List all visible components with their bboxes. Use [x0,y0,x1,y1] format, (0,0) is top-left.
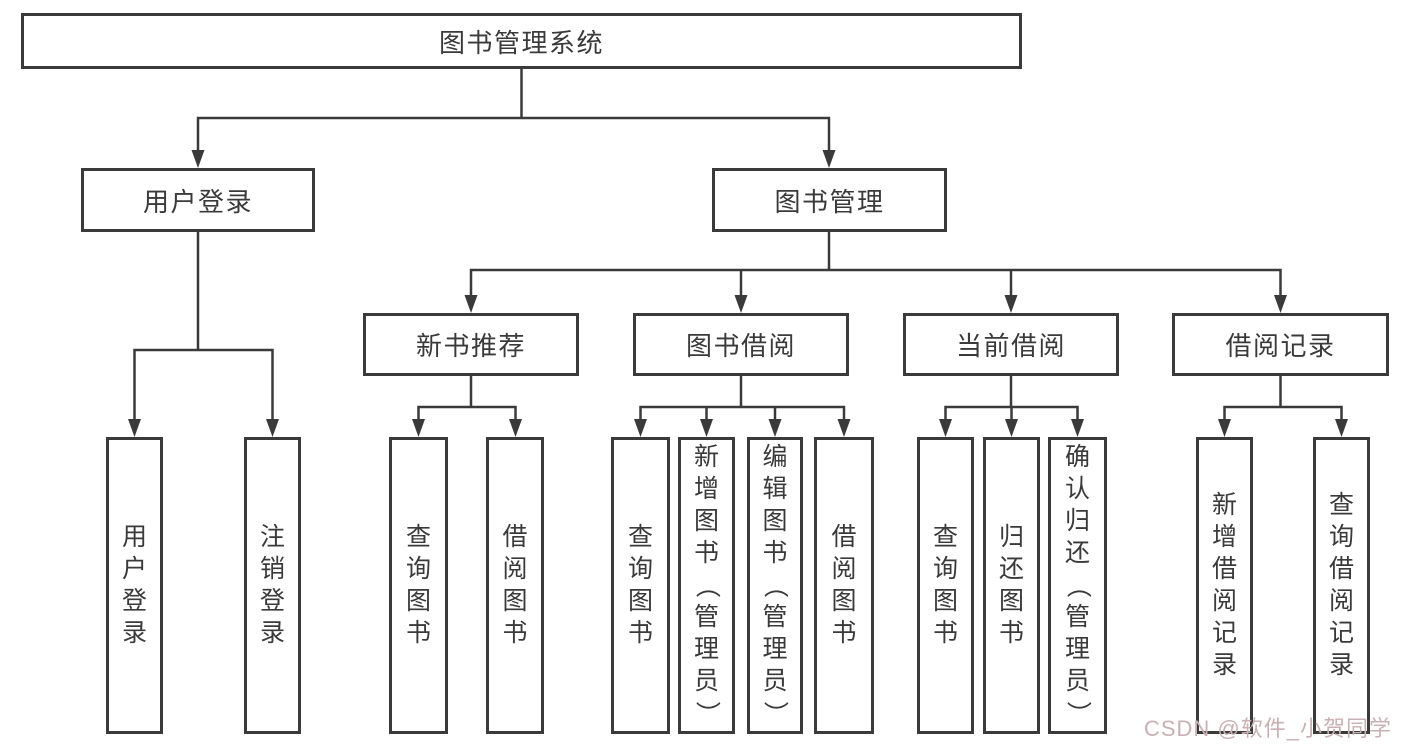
leaf-return-books-label: 归还图书 [998,523,1024,647]
node-book-management: 图书管理 [712,168,947,232]
leaf-logout: 注销登录 [244,437,301,734]
leaf-query-books-recommend-label: 查询图书 [405,523,431,647]
leaf-query-borrow-record-label: 查询借阅记录 [1328,491,1354,679]
leaf-borrow-books-recommend: 借阅图书 [486,437,544,734]
leaf-query-books-recommend: 查询图书 [389,437,448,734]
leaf-add-borrow-record-label: 新增借阅记录 [1211,491,1237,679]
leaf-borrow-books-label: 借阅图书 [831,523,857,647]
arrowhead-icons [128,150,1348,437]
node-book-management-label: 图书管理 [774,186,885,217]
leaf-confirm-return-admin-label: 确认归还（管理员） [1063,443,1092,727]
leaf-confirm-return-admin: 确认归还（管理员） [1048,437,1107,734]
node-borrowing-records-label: 借阅记录 [1225,331,1336,361]
node-user-login-label: 用户登录 [142,186,253,217]
leaf-add-borrow-record: 新增借阅记录 [1196,437,1253,734]
leaf-add-book-admin-label: 新增图书（管理员） [692,443,721,727]
csdn-watermark: CSDN @软件_小贺同学 [1143,716,1392,741]
node-user-login: 用户登录 [81,168,315,232]
leaf-edit-book-admin-label: 编辑图书（管理员） [761,443,790,727]
node-book-borrowing-label: 图书借阅 [685,331,796,361]
leaf-add-book-admin: 新增图书（管理员） [678,437,735,734]
leaf-logout-label: 注销登录 [259,523,285,647]
leaf-user-login: 用户登录 [106,437,163,734]
leaf-query-books-current-label: 查询图书 [932,523,958,647]
leaf-query-books-borrowing: 查询图书 [611,437,670,734]
node-current-borrowing: 当前借阅 [903,313,1119,376]
leaf-user-login-label: 用户登录 [121,523,147,647]
leaf-query-books-current: 查询图书 [917,437,974,734]
leaf-query-borrow-record: 查询借阅记录 [1313,437,1370,734]
leaf-borrow-books-recommend-label: 借阅图书 [502,523,528,647]
leaf-edit-book-admin: 编辑图书（管理员） [747,437,803,734]
node-book-borrowing: 图书借阅 [633,313,849,376]
leaf-query-books-borrowing-label: 查询图书 [627,523,653,647]
node-new-book-recommend: 新书推荐 [363,313,579,376]
leaf-return-books: 归还图书 [983,437,1040,734]
node-library-system-label: 图书管理系统 [438,27,604,58]
node-library-system: 图书管理系统 [21,13,1022,69]
node-borrowing-records: 借阅记录 [1172,313,1389,376]
leaf-borrow-books: 借阅图书 [814,437,874,734]
node-current-borrowing-label: 当前借阅 [955,331,1066,361]
node-new-book-recommend-label: 新书推荐 [415,331,526,361]
